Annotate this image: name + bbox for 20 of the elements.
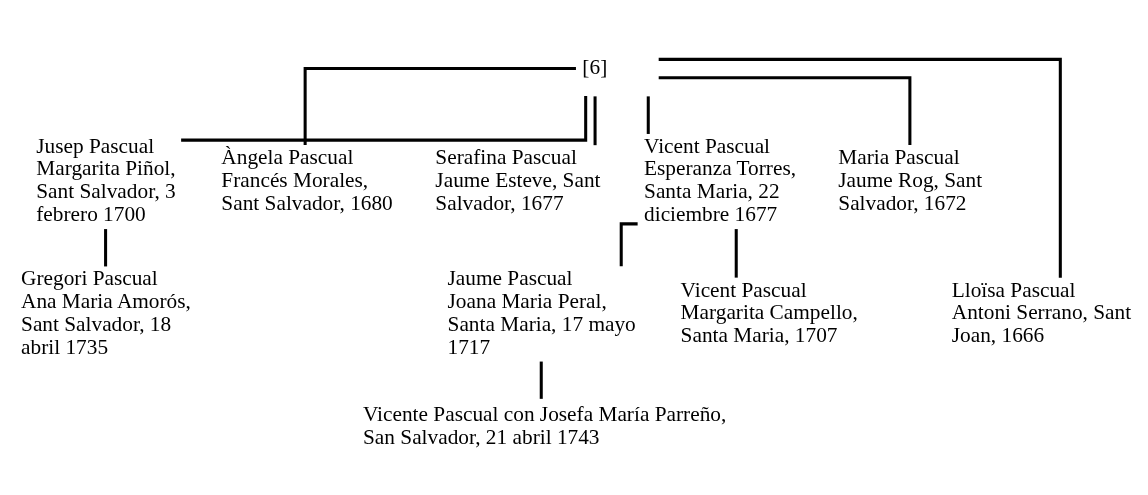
node-text: Serafina Pascual Jaume Esteve, Sant Salvador, 1677: [435, 145, 601, 215]
node-text: Vicent Pascual Esperanza Torres, Santa Maria, 22 diciembre 1677: [644, 133, 797, 227]
node-text: Vicente Pascual con Josefa María Parreño, San Salvador, 21 abril 1743: [363, 401, 727, 449]
connector: [539, 361, 543, 399]
node-text: Jaume Pascual Joana Maria Peral, Santa Maria, 17 mayo 1717: [447, 266, 636, 359]
connector: [104, 229, 108, 267]
connector: [593, 96, 597, 146]
node-text: Àngela Pascual Francés Morales, Sant Salvador, 1680: [221, 145, 393, 215]
node-text: Maria Pascual Jaume Rog, Sant Salvador, 1672: [838, 145, 983, 215]
node-text: Gregori Pascual Ana Maria Amorós, Sant Salvador, 18 abril 1735: [21, 266, 191, 359]
connector: [734, 229, 738, 278]
node-text: Vicent Pascual Margarita Campello, Santa Maria, 1707: [680, 277, 858, 348]
node-text: Lloïsa Pascual Antoni Serrano, Sant Joan, 1666: [951, 277, 1132, 348]
node-text: Jusep Pascual Margarita Piñol, Sant Salvador, 3 febrero 1700: [36, 133, 176, 227]
connector: [646, 96, 650, 134]
connector: [303, 67, 576, 145]
connector: [181, 96, 588, 142]
connector: [658, 76, 912, 145]
node-text: [6]: [582, 55, 608, 80]
connector: [658, 57, 1062, 278]
